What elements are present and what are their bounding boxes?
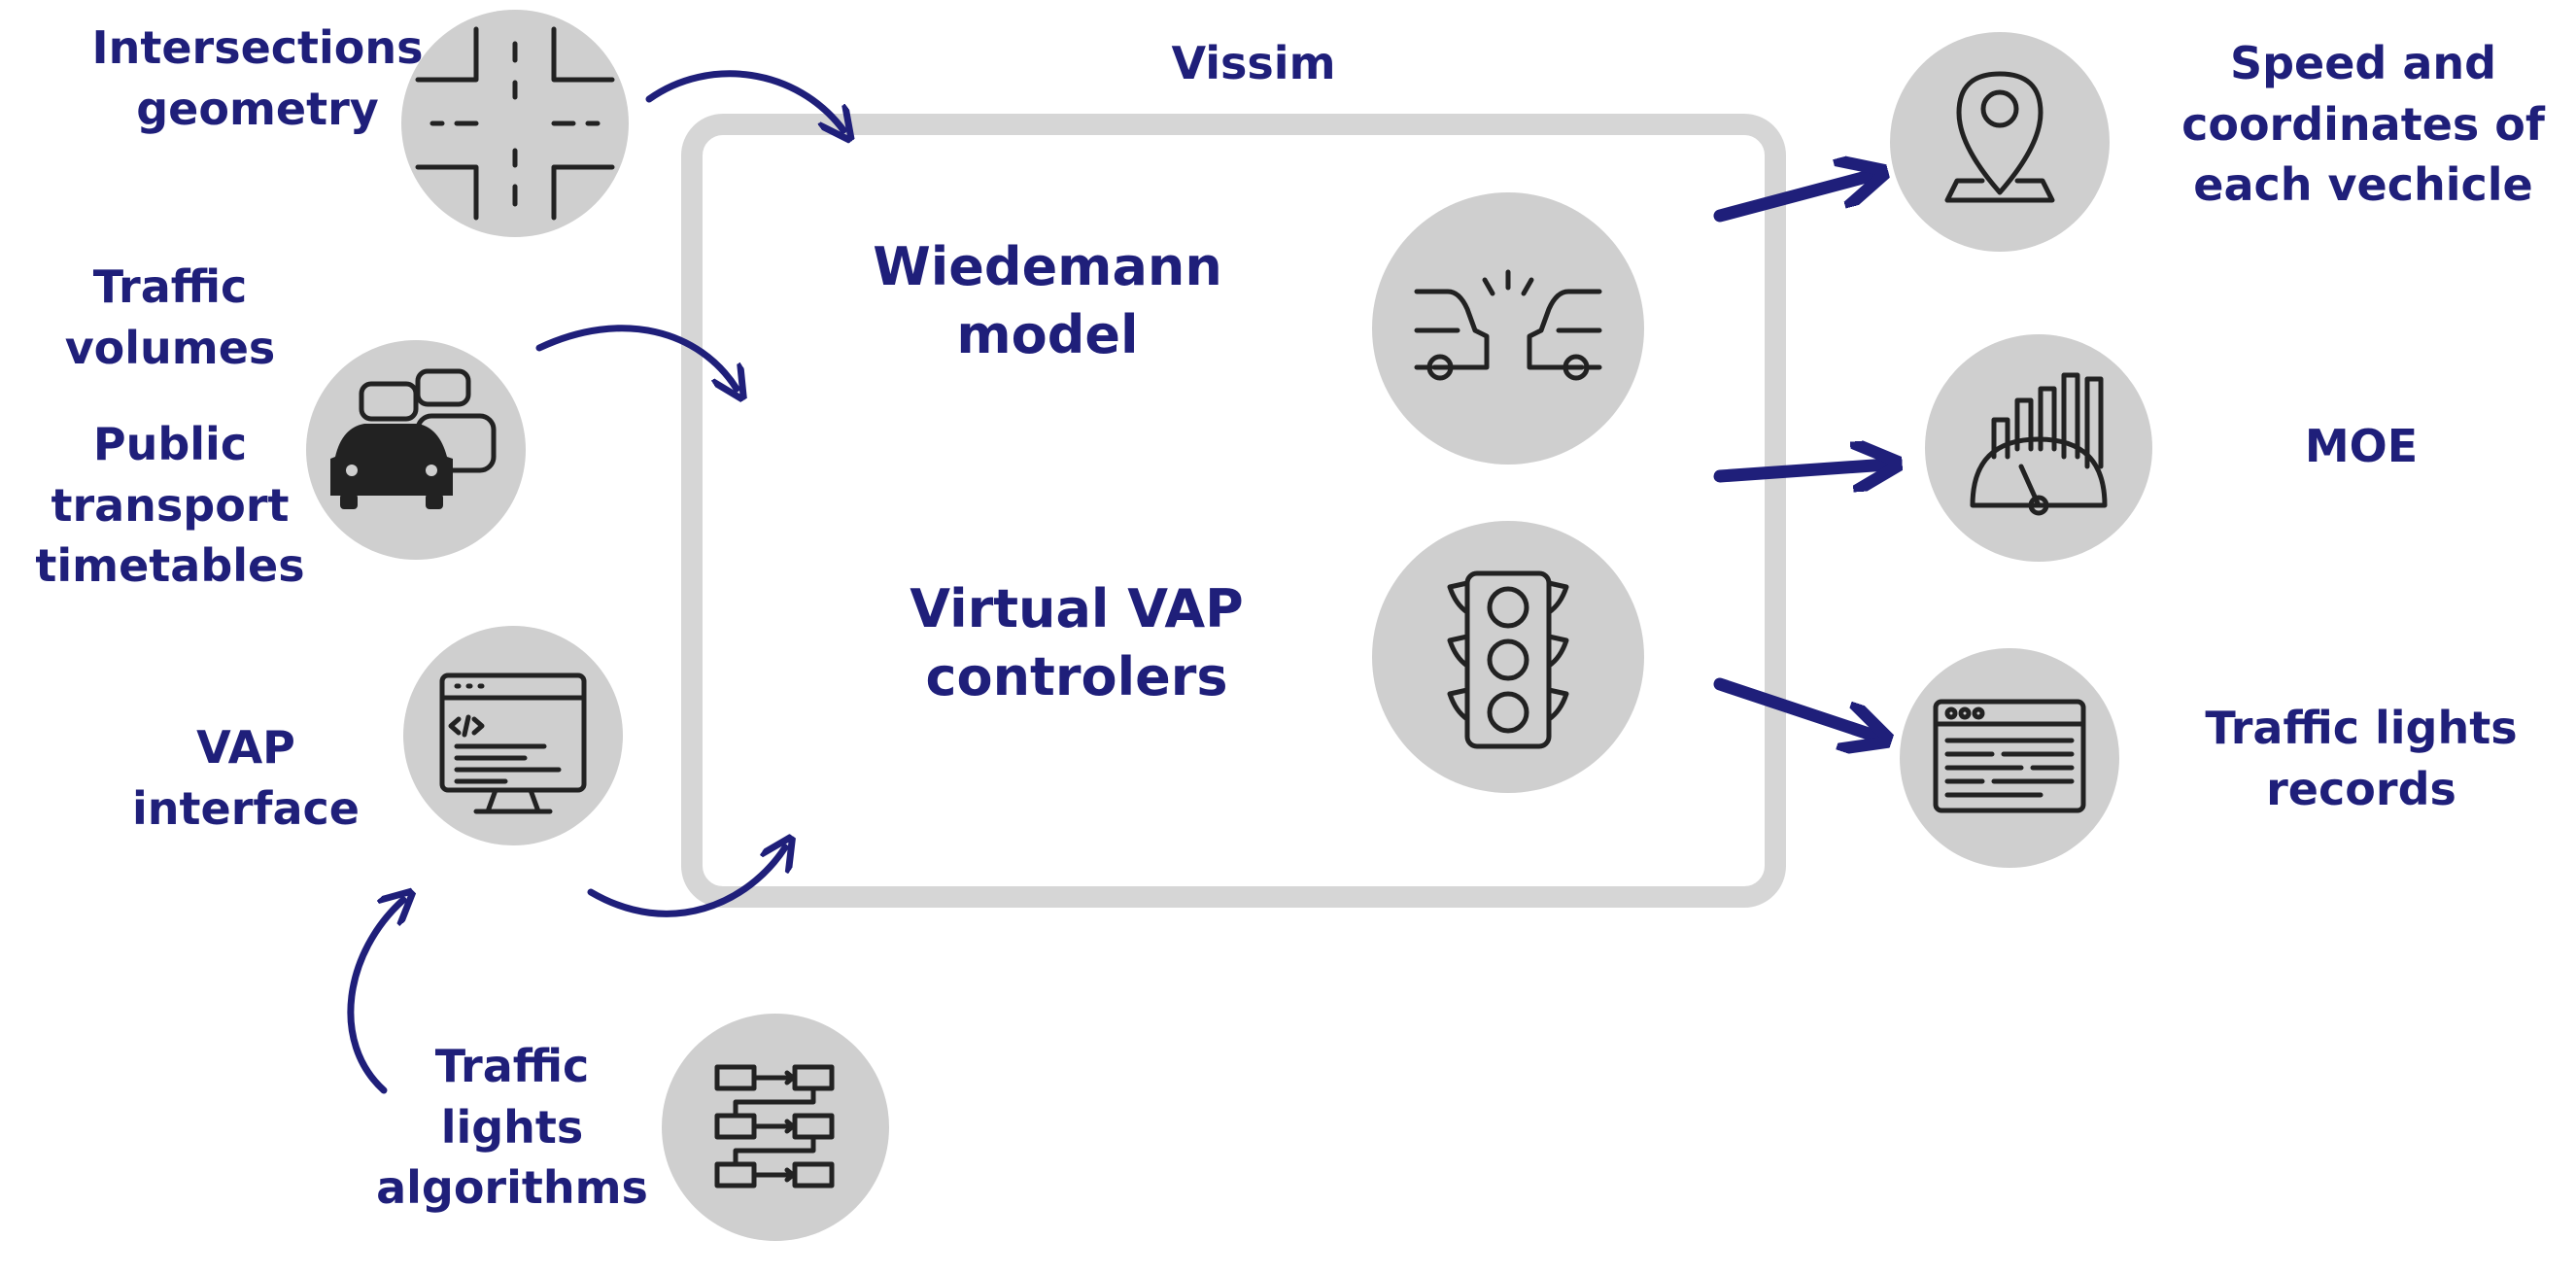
arrow-algorithms	[347, 900, 403, 1094]
arrow-speed	[1713, 175, 1873, 223]
code-monitor-icon	[403, 626, 623, 845]
records-window-icon	[1900, 648, 2119, 868]
car-crash-icon	[1372, 192, 1644, 465]
location-pin-icon	[1890, 32, 2110, 252]
arrow-geometry	[645, 70, 843, 130]
arrow-vap-interface	[587, 847, 785, 917]
arrow-volumes	[535, 325, 737, 389]
traffic-jam-icon	[306, 340, 526, 560]
arrow-moe	[1713, 465, 1887, 476]
vissim-title: Vissim	[1171, 37, 1336, 89]
moe-label: MOE	[2304, 420, 2419, 472]
intersection-icon	[401, 10, 629, 237]
gauge-chart-icon	[1925, 334, 2152, 562]
flowchart-icon	[662, 1014, 889, 1241]
traffic-light-icon	[1372, 521, 1644, 793]
vissim-frame	[681, 114, 1786, 908]
arrow-records	[1713, 677, 1877, 737]
